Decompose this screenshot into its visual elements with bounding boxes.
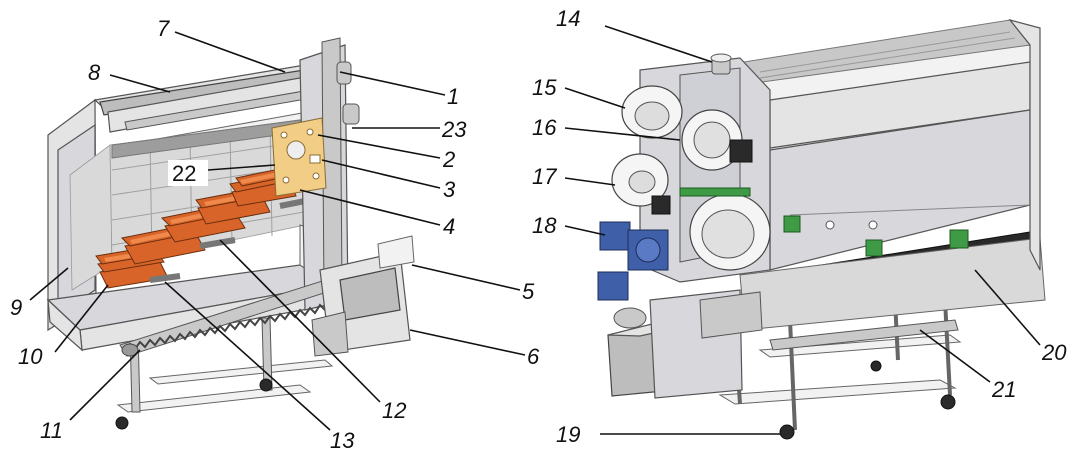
callout-22-bg <box>168 160 208 186</box>
callout-11: 11 <box>40 418 63 443</box>
leader-lines <box>29 25 1041 435</box>
callout-4: 4 <box>443 214 455 239</box>
callout-22: 22 <box>172 161 196 186</box>
callout-9: 9 <box>10 295 22 320</box>
callout-1: 1 <box>447 84 459 109</box>
callout-3: 3 <box>443 177 456 202</box>
fan-units <box>611 85 771 271</box>
callout-19: 19 <box>556 422 580 447</box>
callout-6: 6 <box>527 344 540 369</box>
gear-motors <box>597 221 669 329</box>
callout-14: 14 <box>556 6 580 31</box>
lower-feed-box <box>607 289 763 399</box>
callout-17: 17 <box>532 164 557 189</box>
callout-23: 23 <box>441 117 467 142</box>
callout-21: 21 <box>991 377 1016 402</box>
callout-7: 7 <box>157 16 170 41</box>
flue-assembly <box>271 37 360 311</box>
callout-16: 16 <box>532 115 557 140</box>
callout-2: 2 <box>442 147 455 172</box>
callout-5: 5 <box>522 279 535 304</box>
callout-15: 15 <box>532 75 557 100</box>
main-housing <box>724 18 1046 331</box>
right-view-external <box>597 18 1046 440</box>
callout-20: 20 <box>1041 340 1067 365</box>
callout-12: 12 <box>382 398 406 423</box>
callout-8: 8 <box>88 60 101 85</box>
left-view-cutaway <box>46 37 415 430</box>
callout-10: 10 <box>18 344 43 369</box>
feed-hopper <box>311 235 415 357</box>
callout-18: 18 <box>532 213 557 238</box>
callout-13: 13 <box>330 428 355 453</box>
callout-labels: 1 2 3 4 5 6 7 8 9 10 11 12 13 14 15 16 1… <box>10 6 1067 453</box>
